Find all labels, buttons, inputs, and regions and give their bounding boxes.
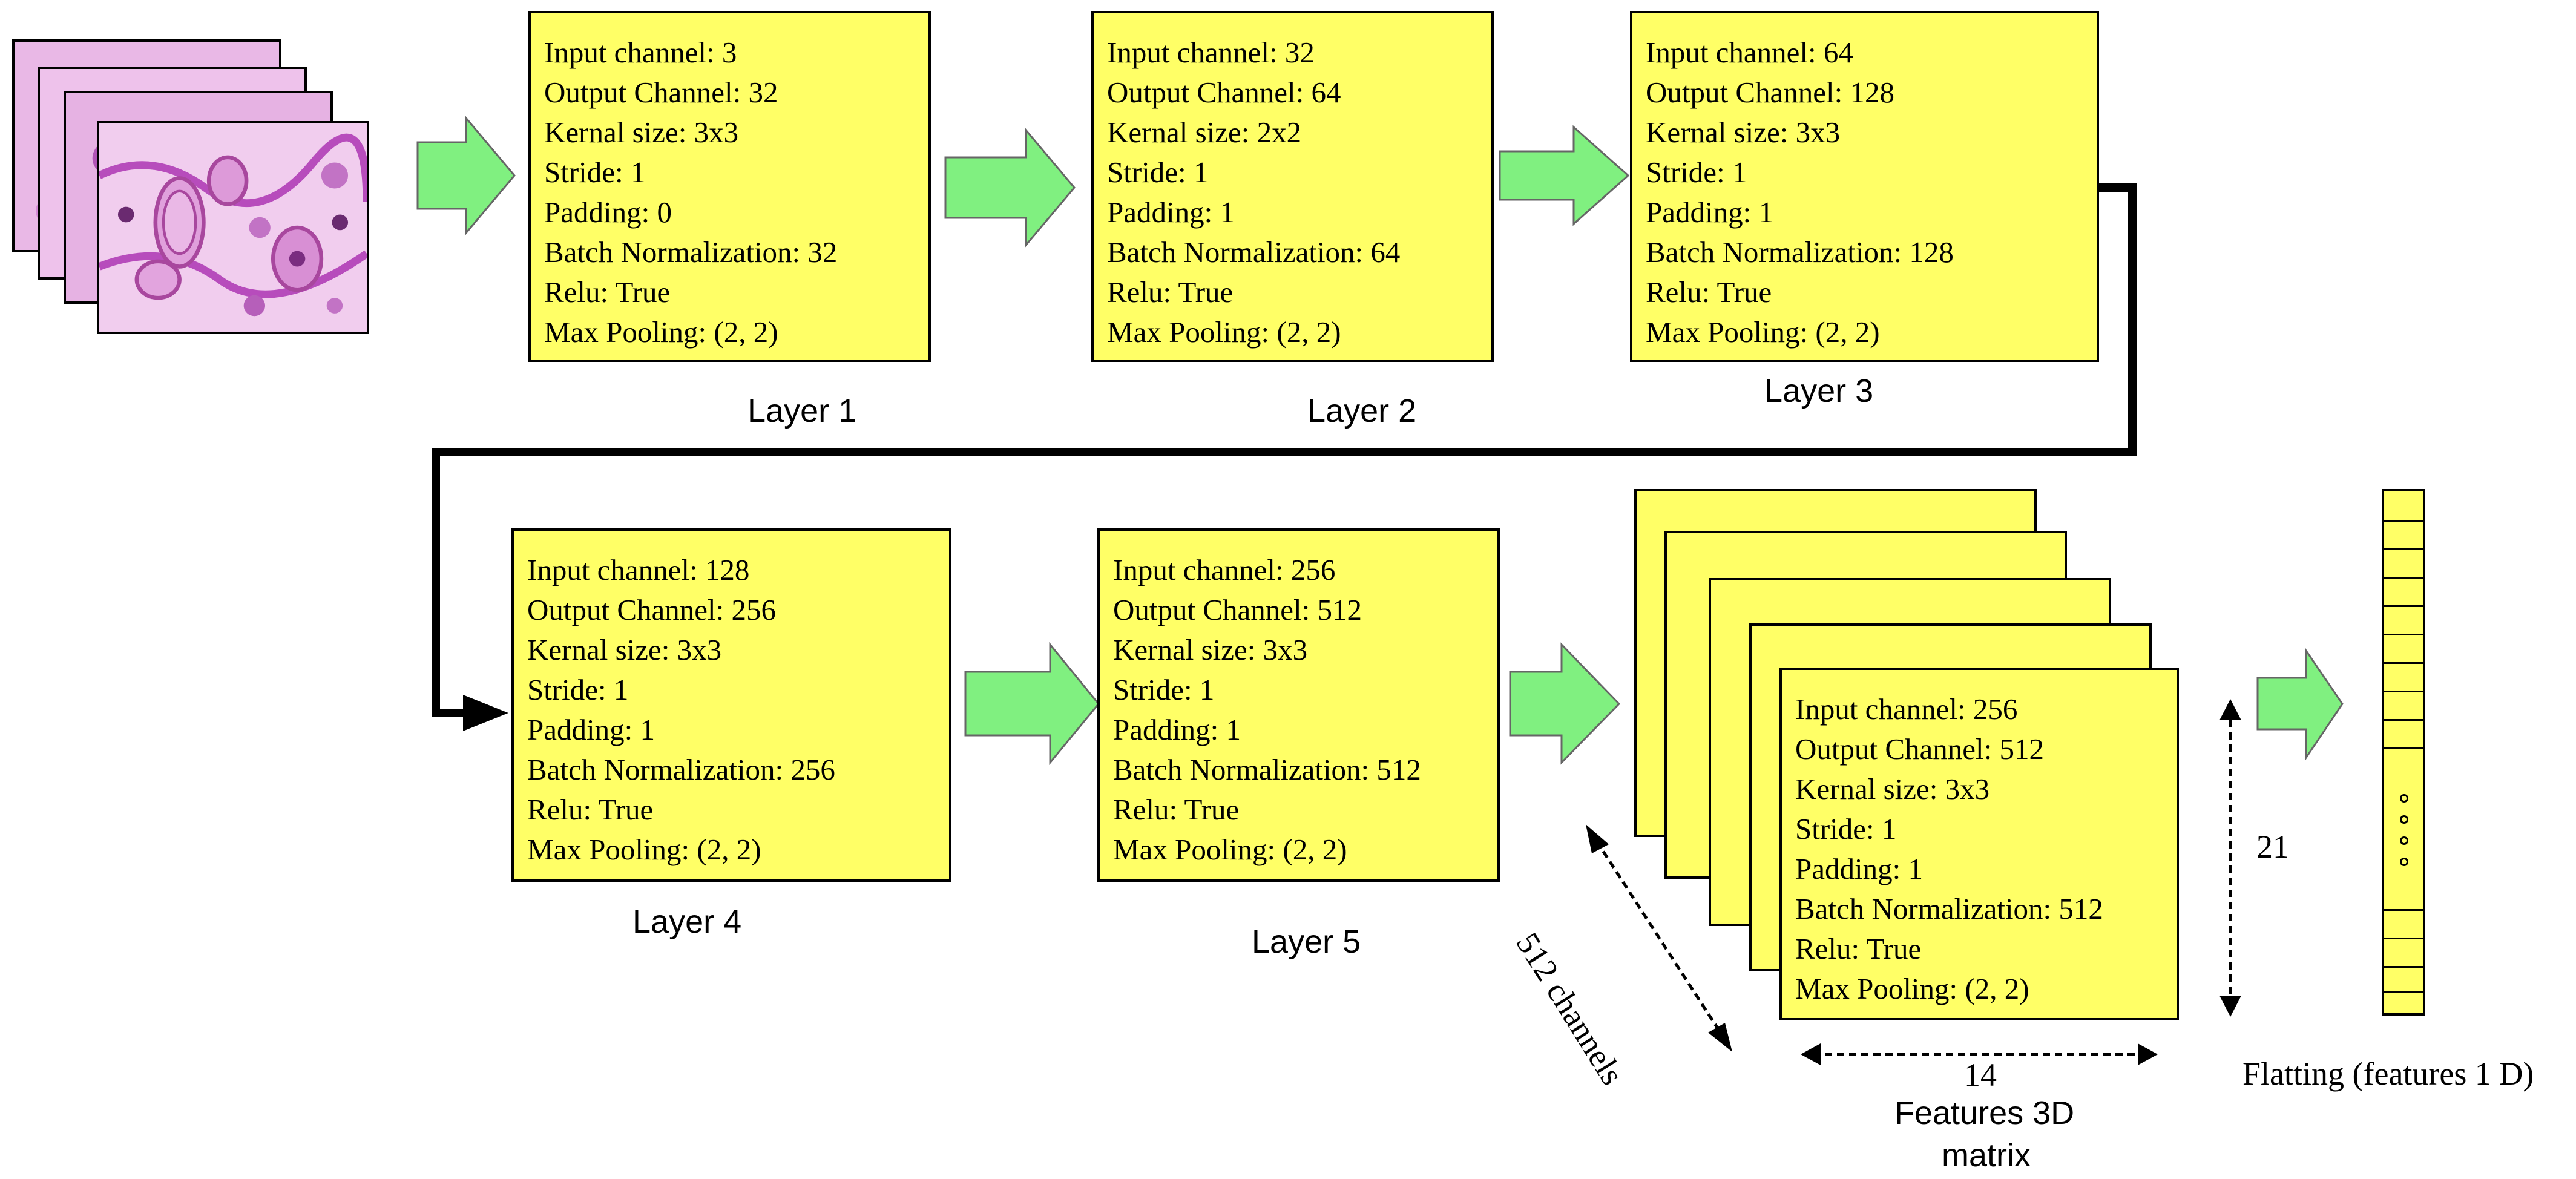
param-stride: Stride: 1 [1795, 812, 1897, 846]
param-relu: Relu: True [1107, 275, 1234, 309]
feature-box: Input channel: 256 Output Channel: 512 K… [1779, 668, 2179, 1020]
param-batch-norm: Batch Normalization: 64 [1107, 235, 1401, 269]
layer1-box: Input channel: 3 Output Channel: 32 Kern… [528, 11, 931, 362]
param-padding: Padding: 1 [1113, 713, 1241, 746]
param-max-pooling: Max Pooling: (2, 2) [1795, 972, 2029, 1005]
layer5-box: Input channel: 256 Output Channel: 512 K… [1097, 528, 1500, 882]
channels-dimension-line [1595, 840, 1724, 1036]
param-stride: Stride: 1 [1107, 156, 1209, 189]
param-input-channel: Input channel: 32 [1107, 36, 1315, 69]
param-output-channel: Output Channel: 512 [1795, 732, 2045, 766]
param-output-channel: Output Channel: 512 [1113, 593, 1362, 626]
param-stride: Stride: 1 [544, 156, 646, 189]
param-relu: Relu: True [527, 793, 654, 826]
flatten-vector [2382, 489, 2425, 1016]
param-batch-norm: Batch Normalization: 256 [527, 753, 835, 786]
ellipsis-dot [2400, 836, 2408, 845]
param-kernel-size: Kernal size: 3x3 [1113, 633, 1308, 666]
features-caption-line2: matrix [1942, 1137, 2031, 1174]
param-kernel-size: Kernal size: 3x3 [544, 116, 739, 149]
param-padding: Padding: 1 [1795, 852, 1923, 885]
flatten-label: Flatting (features 1 D) [2242, 1056, 2534, 1092]
layer2-label: Layer 2 [1307, 393, 1417, 429]
param-padding: Padding: 0 [544, 195, 672, 229]
param-padding: Padding: 1 [1646, 195, 1773, 229]
arrow-to-flatten [2256, 648, 2344, 761]
arrow-to-layer2 [944, 127, 1076, 248]
param-padding: Padding: 1 [1107, 195, 1235, 229]
layer2-box: Input channel: 32 Output Channel: 64 Ker… [1091, 11, 1494, 362]
param-max-pooling: Max Pooling: (2, 2) [1113, 833, 1347, 866]
layer3-label: Layer 3 [1764, 373, 1874, 409]
param-input-channel: Input channel: 256 [1113, 553, 1336, 586]
param-output-channel: Output Channel: 32 [544, 76, 778, 109]
layer1-label: Layer 1 [748, 393, 857, 429]
param-max-pooling: Max Pooling: (2, 2) [527, 833, 761, 866]
param-stride: Stride: 1 [1646, 156, 1747, 189]
param-batch-norm: Batch Normalization: 512 [1795, 892, 2103, 925]
layer3-box: Input channel: 64 Output Channel: 128 Ke… [1630, 11, 2099, 362]
height-label: 21 [2256, 829, 2289, 865]
arrow-to-layer1 [416, 115, 516, 236]
layer4-label: Layer 4 [632, 904, 742, 940]
param-input-channel: Input channel: 3 [544, 36, 737, 69]
connector-layer3-to-layer4 [432, 183, 2137, 717]
param-output-channel: Output Channel: 128 [1646, 76, 1895, 109]
param-stride: Stride: 1 [1113, 673, 1215, 706]
connector-arrowhead [463, 695, 508, 731]
ellipsis-dot [2400, 794, 2408, 803]
param-relu: Relu: True [1113, 793, 1240, 826]
param-batch-norm: Batch Normalization: 512 [1113, 753, 1421, 786]
param-input-channel: Input channel: 128 [527, 553, 750, 586]
param-max-pooling: Max Pooling: (2, 2) [1646, 315, 1880, 349]
arrow-to-layer3 [1499, 125, 1630, 226]
param-max-pooling: Max Pooling: (2, 2) [544, 315, 778, 349]
param-kernel-size: Kernal size: 3x3 [1646, 116, 1841, 149]
ellipsis-dot [2400, 815, 2408, 824]
param-relu: Relu: True [1646, 275, 1772, 309]
param-output-channel: Output Channel: 256 [527, 593, 777, 626]
param-input-channel: Input channel: 256 [1795, 692, 2018, 726]
param-stride: Stride: 1 [527, 673, 629, 706]
ellipsis-dot [2400, 858, 2408, 866]
param-batch-norm: Batch Normalization: 128 [1646, 235, 1954, 269]
param-batch-norm: Batch Normalization: 32 [544, 235, 838, 269]
arrow-to-layer5 [964, 642, 1100, 766]
param-padding: Padding: 1 [527, 713, 655, 746]
param-output-channel: Output Channel: 64 [1107, 76, 1341, 109]
layer4-box: Input channel: 128 Output Channel: 256 K… [511, 528, 951, 882]
features-caption-line1: Features 3D [1894, 1095, 2075, 1131]
param-kernel-size: Kernal size: 3x3 [527, 633, 722, 666]
arrow-to-features [1509, 642, 1621, 765]
param-kernel-size: Kernal size: 2x2 [1107, 116, 1302, 149]
param-relu: Relu: True [544, 275, 671, 309]
param-kernel-size: Kernal size: 3x3 [1795, 772, 1990, 806]
layer5-label: Layer 5 [1252, 924, 1361, 960]
param-max-pooling: Max Pooling: (2, 2) [1107, 315, 1341, 349]
width-label: 14 [1964, 1057, 1997, 1093]
input-image [97, 121, 369, 334]
param-relu: Relu: True [1795, 932, 1922, 965]
param-input-channel: Input channel: 64 [1646, 36, 1853, 69]
